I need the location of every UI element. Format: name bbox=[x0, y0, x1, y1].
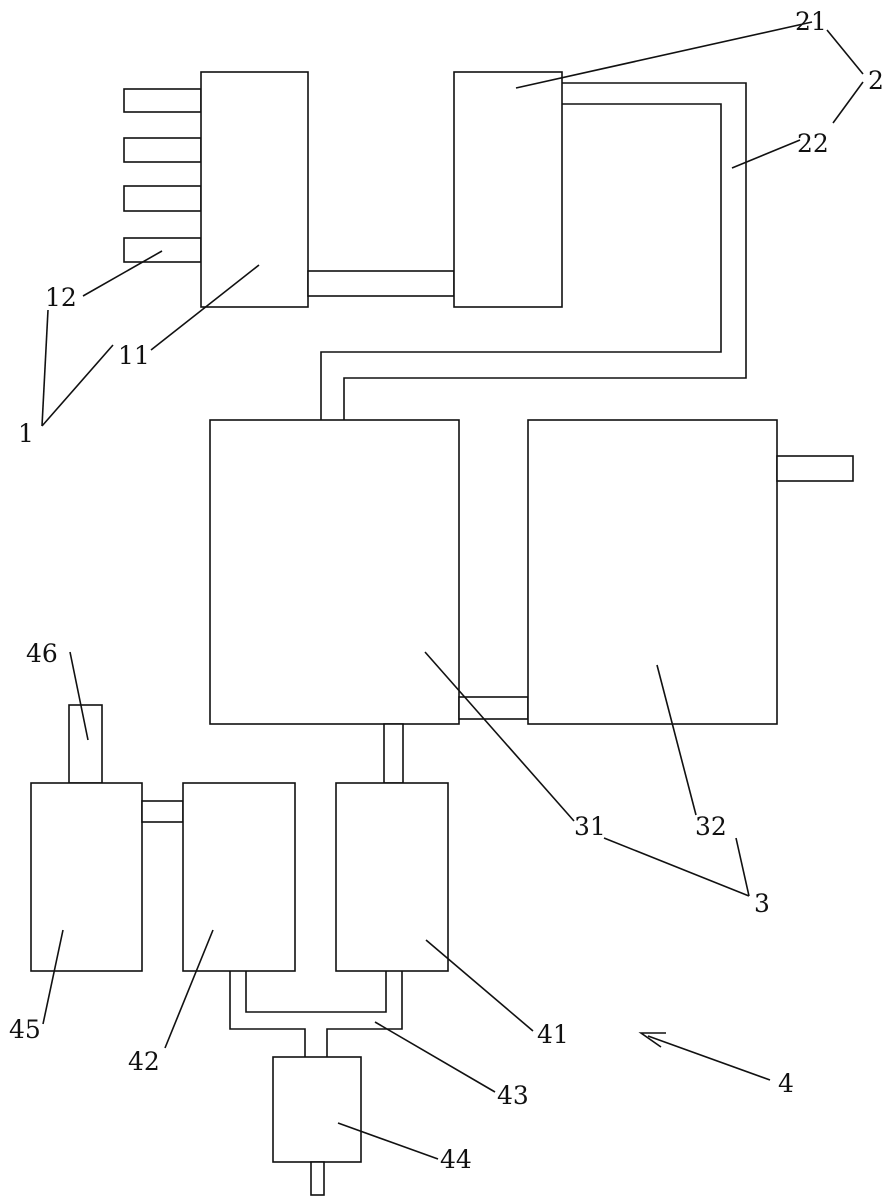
leader-21 bbox=[516, 22, 812, 88]
label-12: 12 bbox=[45, 283, 77, 312]
leader-12 bbox=[83, 251, 162, 296]
pipe-43-outer-right bbox=[327, 971, 402, 1057]
component-1 bbox=[124, 72, 308, 307]
connector-31-32 bbox=[459, 697, 528, 719]
label-11: 11 bbox=[118, 341, 150, 370]
label-44: 44 bbox=[440, 1145, 472, 1174]
arrow-4-shaft bbox=[648, 1036, 770, 1080]
prong-12-c bbox=[124, 186, 201, 211]
label-43: 43 bbox=[497, 1081, 529, 1110]
leader-22 bbox=[732, 140, 800, 168]
block-11 bbox=[201, 72, 308, 307]
label-32: 32 bbox=[695, 812, 727, 841]
label-4: 4 bbox=[778, 1069, 794, 1098]
block-31 bbox=[210, 420, 459, 724]
leader-2-to-21 bbox=[827, 30, 863, 74]
block-42 bbox=[183, 783, 295, 971]
block-32 bbox=[528, 420, 777, 724]
leader-43 bbox=[375, 1022, 495, 1092]
leader-1-to-11 bbox=[42, 345, 113, 426]
label-22: 22 bbox=[797, 129, 829, 158]
block-41 bbox=[336, 783, 448, 971]
label-2: 2 bbox=[868, 66, 884, 95]
label-1: 1 bbox=[18, 419, 34, 448]
leader-41 bbox=[426, 940, 533, 1031]
block-21 bbox=[454, 72, 562, 307]
label-46: 46 bbox=[26, 639, 58, 668]
outlet-32 bbox=[777, 456, 853, 481]
prong-12-a bbox=[124, 89, 201, 112]
block-44 bbox=[273, 1057, 361, 1162]
label-31: 31 bbox=[574, 812, 606, 841]
connector-11-21 bbox=[308, 271, 454, 296]
component-3 bbox=[210, 420, 853, 724]
label-42: 42 bbox=[128, 1047, 160, 1076]
outlet-44 bbox=[311, 1162, 324, 1195]
prong-12-b bbox=[124, 138, 201, 162]
arrow-4-head bbox=[641, 1033, 666, 1047]
label-3: 3 bbox=[754, 889, 770, 918]
label-21: 21 bbox=[795, 7, 827, 36]
label-45: 45 bbox=[9, 1015, 41, 1044]
outlet-46 bbox=[69, 705, 102, 783]
pipe-43-outer bbox=[230, 971, 305, 1057]
prong-12-d bbox=[124, 238, 201, 262]
component-2 bbox=[321, 72, 746, 420]
block-45 bbox=[31, 783, 142, 971]
leader-1-to-12 bbox=[42, 310, 48, 426]
pipe-43-inner bbox=[246, 971, 386, 1012]
leader-2-to-22 bbox=[833, 82, 863, 123]
label-41: 41 bbox=[537, 1020, 569, 1049]
leader-3-to-32 bbox=[736, 838, 749, 896]
connector-45-42 bbox=[142, 801, 183, 822]
leader-3-to-31 bbox=[604, 838, 749, 896]
connector-31-41 bbox=[384, 724, 403, 783]
